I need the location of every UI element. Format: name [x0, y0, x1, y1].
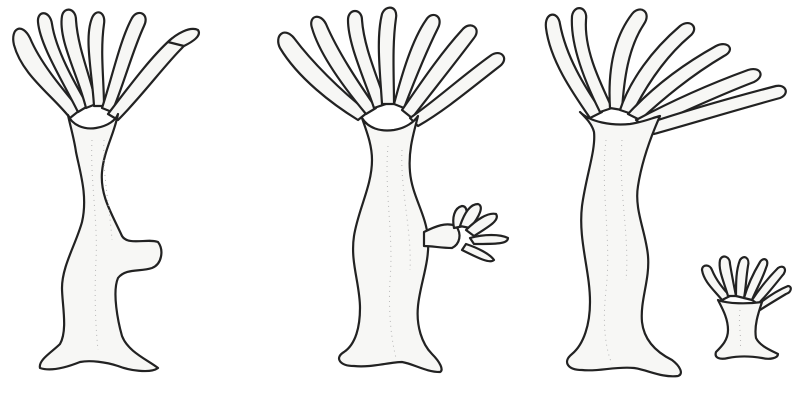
developing-bud [424, 204, 508, 261]
bud-tentacle [470, 235, 508, 244]
detached-bud-hydra [702, 257, 791, 359]
tentacle [168, 29, 199, 46]
hydra-1-tentacles [13, 10, 199, 120]
hydra-stage-2 [278, 8, 508, 372]
hydra-2-tentacles [278, 8, 504, 126]
hydra-stage-1 [13, 10, 199, 371]
hydra-1-body [40, 114, 162, 371]
small-hydra-body [716, 300, 778, 359]
hydra-3-body [567, 112, 681, 376]
small-hydra-tentacles [702, 257, 791, 310]
tentacle [379, 8, 396, 104]
bud-tentacle [462, 244, 494, 261]
